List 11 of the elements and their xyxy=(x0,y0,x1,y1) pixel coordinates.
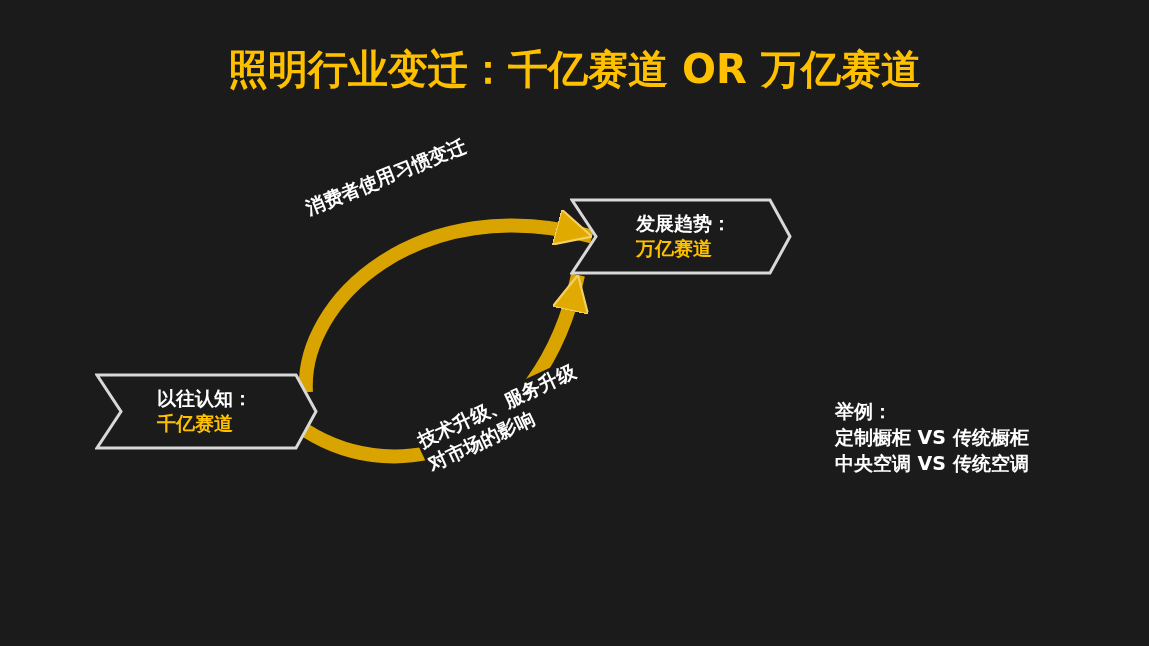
note-text: 举例： xyxy=(835,399,892,424)
note-text: 中央空调 VS 传统空调 xyxy=(835,451,1029,476)
title: 照明行业变迁：千亿赛道 OR 万亿赛道 xyxy=(227,45,922,94)
note-text: 定制橱柜 VS 传统橱柜 xyxy=(835,425,1029,450)
chevron-box xyxy=(95,373,318,450)
curved-arrow xyxy=(299,210,594,393)
node-text: 万亿赛道 xyxy=(636,236,712,261)
node-heading: 发展趋势： xyxy=(636,211,731,236)
node-text: 千亿赛道 xyxy=(157,411,233,436)
node-heading: 以往认知： xyxy=(157,386,252,411)
chevron-box xyxy=(570,198,792,275)
